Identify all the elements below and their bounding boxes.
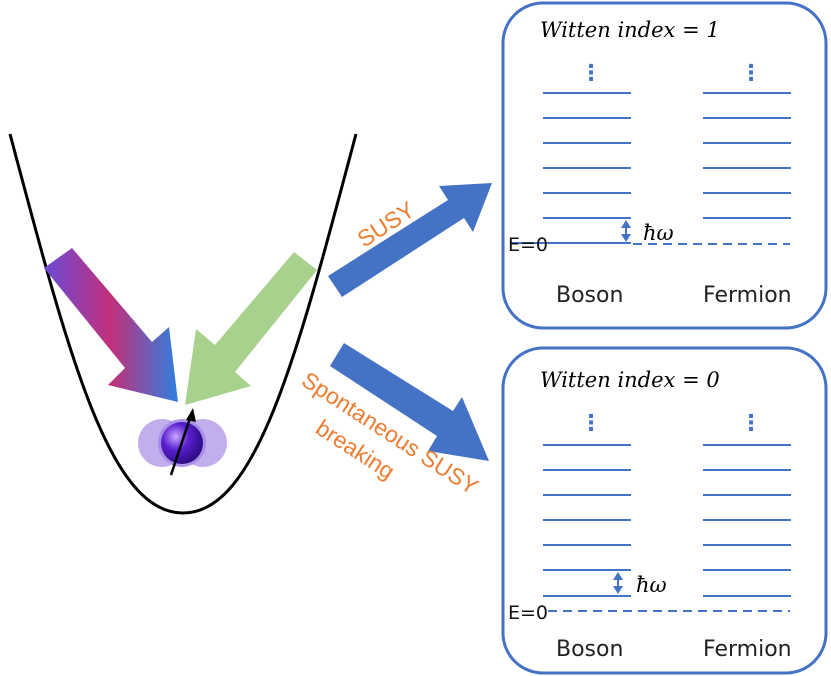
spin-arrow (169, 414, 193, 476)
susy-arrow: SUSY (328, 183, 492, 297)
panel-bottom-gap-label: ħω (636, 573, 667, 597)
panel-bottom-fermion-label: Fermion (703, 637, 792, 662)
susy-breaking-arrow: Spontaneous SUSY breaking (297, 343, 489, 500)
panel-top-gap-arrow-down (621, 234, 631, 242)
panel-bottom-boson-label: Boson (556, 637, 623, 662)
panel-bottom-e0-label: E=0 (508, 602, 548, 624)
panel-top-boson-levels (510, 92, 631, 244)
panel-top-fermion-levels (703, 92, 791, 219)
panel-bottom-fermion-levels (703, 444, 791, 597)
panel-top-dots-right: ⋮ (740, 61, 762, 86)
panel-top-boson-label: Boson (556, 283, 623, 308)
panel-top-e0-label: E=0 (508, 234, 548, 256)
particle (138, 408, 227, 476)
panel-bottom-dots-right: ⋮ (740, 411, 762, 436)
panel-top-title: Witten index = 1 (540, 18, 720, 42)
panel-bottom-title: Witten index = 0 (540, 368, 720, 392)
panel-top-fermion-label: Fermion (703, 283, 792, 308)
panel-top-border (501, 1, 828, 330)
panel-bottom-gap-arrow-down (613, 586, 623, 594)
panel-bottom-boson-levels (543, 444, 631, 597)
panel-bottom-gap-arrow-up (613, 572, 623, 580)
gradient-arrow (44, 248, 178, 402)
panel-bottom-dots-left: ⋮ (580, 411, 602, 436)
panel-top-dots-left: ⋮ (580, 61, 602, 86)
potential-well-curve (8, 133, 358, 515)
panel-bottom: Witten index = 0 ⋮ ⋮ ħω E=0 (501, 346, 828, 675)
spin-arrow-head (186, 408, 196, 422)
panel-top-gap-label: ħω (643, 221, 674, 245)
panel-top: Witten index = 1 ⋮ ⋮ ħω E=0 B (501, 1, 828, 330)
panel-bottom-border (501, 346, 828, 675)
panel-top-gap-arrow-up (621, 220, 631, 228)
green-arrow (185, 252, 317, 405)
